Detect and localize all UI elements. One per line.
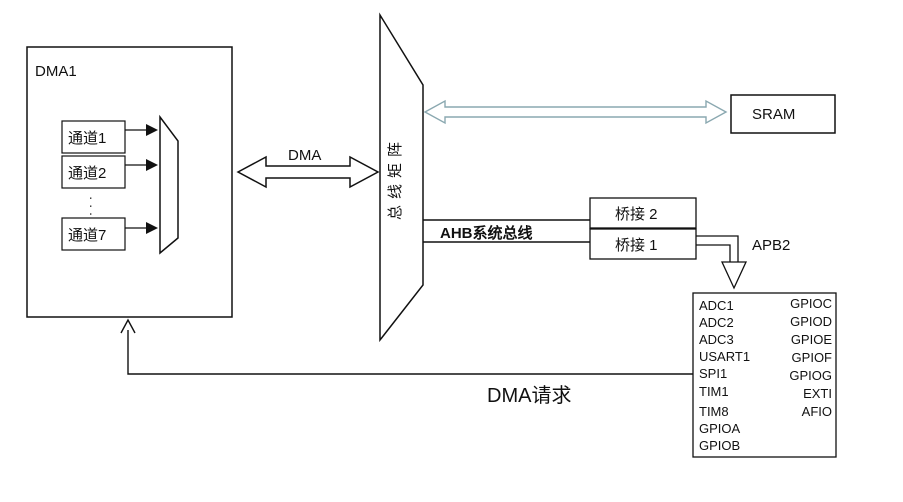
peripheral-item: AFIO (802, 404, 832, 419)
dma-request-line (127, 330, 693, 375)
apb2-label: APB2 (752, 237, 790, 254)
peripheral-item: ADC2 (699, 315, 734, 330)
apb2-path (696, 235, 739, 262)
peripheral-item: GPIOF (792, 350, 833, 365)
bridge-1-label: 桥接 1 (615, 237, 658, 254)
apb2-down-arrow (720, 261, 748, 290)
peripheral-item: ADC3 (699, 332, 734, 347)
dma1-block (26, 46, 233, 318)
sram-box (730, 94, 836, 134)
peripheral-item: USART1 (699, 349, 750, 364)
ahb-bus-label: AHB系统总线 (440, 224, 533, 242)
peripheral-item: EXTI (803, 386, 832, 401)
sram-link-arrow (423, 99, 728, 125)
peripheral-list-left: ADC1 ADC2 ADC3 USART1 SPI1 TIM1 TIM8 GPI… (699, 298, 750, 453)
channel-7-box (61, 217, 126, 251)
channel-7-label: 通道7 (68, 227, 106, 244)
peripheral-item: GPIOC (790, 296, 832, 311)
channel-1-box (61, 120, 126, 154)
bus-matrix (379, 12, 424, 343)
peripheral-item: TIM1 (699, 384, 729, 399)
sram-label: SRAM (752, 106, 795, 123)
dma-link-label: DMA (288, 147, 321, 164)
channel-1-label: 通道1 (68, 130, 106, 147)
channel-2-box (61, 155, 126, 189)
dma-request-label: DMA请求 (487, 384, 571, 407)
bridge-1-box (589, 228, 697, 260)
bridge-2-label: 桥接 2 (615, 206, 658, 223)
channel-ellipsis: · · · (84, 196, 99, 216)
peripheral-item: SPI1 (699, 366, 727, 381)
peripheral-item: ADC1 (699, 298, 734, 313)
peripheral-item: TIM8 (699, 404, 729, 419)
apb2-path-inner (696, 244, 731, 262)
peripheral-list-right: GPIOC GPIOD GPIOE GPIOF GPIOG EXTI AFIO (789, 296, 832, 419)
peripheral-item: GPIOB (699, 438, 740, 453)
dma-link-arrow (236, 155, 380, 189)
peripheral-box (692, 292, 837, 458)
peripheral-item: GPIOG (789, 368, 832, 383)
channel-2-label: 通道2 (68, 165, 106, 182)
channel-arrows (125, 124, 158, 234)
dma-request-arrowhead (120, 318, 136, 334)
peripheral-item: GPIOE (791, 332, 833, 347)
peripheral-item: GPIOA (699, 421, 741, 436)
peripheral-item: GPIOD (790, 314, 832, 329)
dma1-title: DMA1 (35, 63, 77, 80)
bus-matrix-label: 总线矩阵 (387, 136, 404, 220)
bridge-2-box (589, 197, 697, 229)
channel-arbiter (159, 114, 179, 255)
